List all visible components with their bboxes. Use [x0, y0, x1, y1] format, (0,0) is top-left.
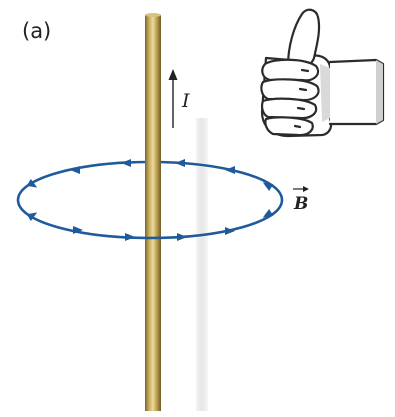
- wire-reflection: [196, 118, 208, 411]
- current-label: I: [181, 90, 190, 112]
- field-arrow: [125, 233, 135, 241]
- field-arrow: [175, 159, 185, 167]
- field-vector-arrow: [293, 186, 309, 192]
- field-arrow: [26, 212, 38, 222]
- field-arrow: [225, 227, 235, 235]
- thumbs-up-hand-icon: [260, 8, 385, 138]
- current-arrow: [168, 69, 178, 128]
- field-label: B: [293, 194, 308, 214]
- current-carrying-wire: [145, 15, 161, 411]
- field-arrow: [262, 182, 274, 192]
- field-loop-front: [16, 199, 284, 240]
- field-arrow: [121, 159, 131, 167]
- panel-label: (a): [22, 19, 51, 43]
- field-arrow: [73, 226, 83, 234]
- field-arrow: [26, 178, 38, 188]
- field-arrow: [70, 166, 80, 174]
- field-arrow: [225, 166, 235, 174]
- field-arrow: [177, 233, 187, 241]
- field-direction-arrows: [26, 159, 274, 241]
- field-arrow: [262, 208, 274, 218]
- wire-top: [145, 13, 161, 17]
